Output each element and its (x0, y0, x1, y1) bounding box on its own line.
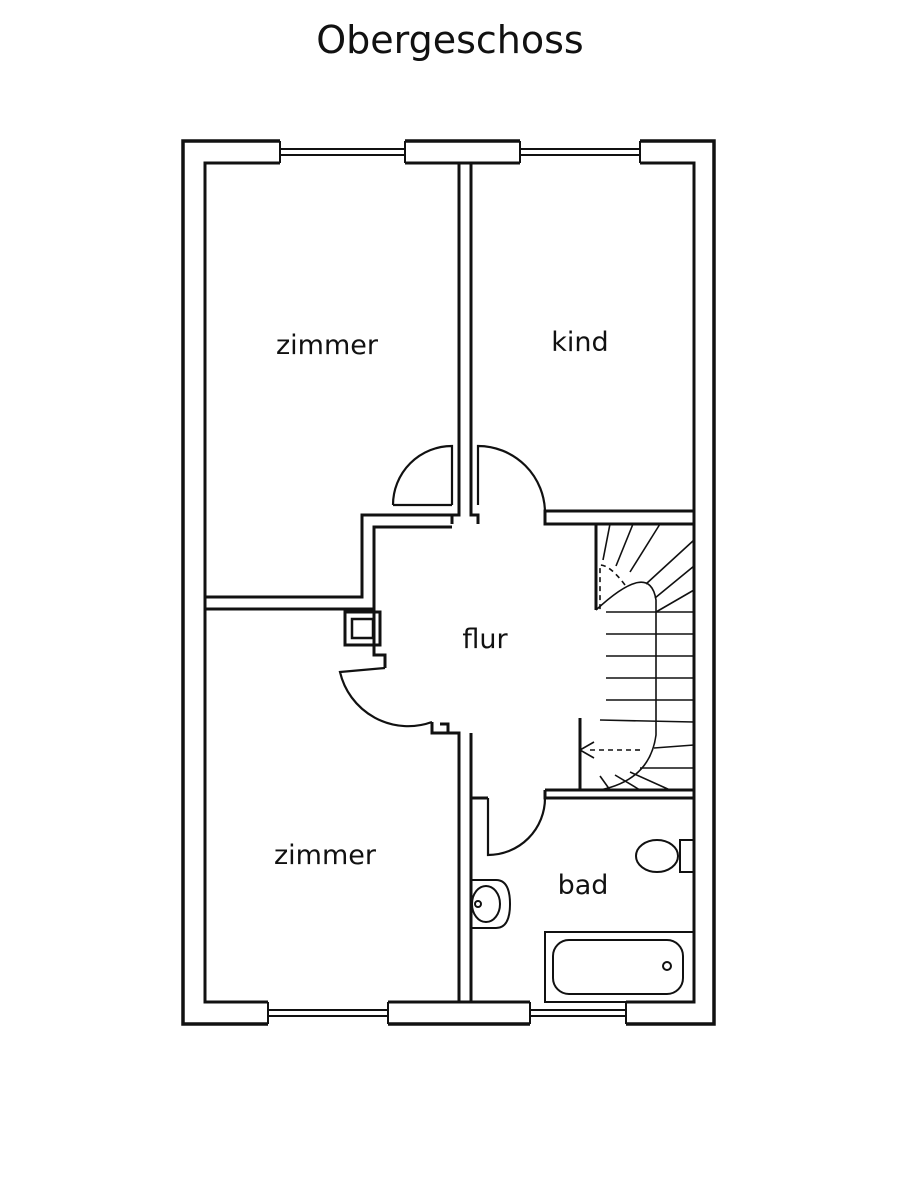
room-label-zimmer-bottom: zimmer (274, 840, 377, 871)
room-label-bad: bad (558, 870, 609, 901)
bathtub-icon (544, 931, 695, 1003)
window-bottom-left (267, 1000, 389, 1026)
room-label-kind: kind (551, 327, 608, 358)
doors (338, 444, 547, 857)
staircase (578, 523, 695, 791)
page-title: Obergeschoss (316, 18, 584, 62)
door-zimmer-bottom (338, 666, 433, 728)
door-bad (486, 797, 547, 857)
window-top-right (519, 139, 641, 165)
interior-walls (205, 163, 696, 1002)
room-label-flur: flur (462, 624, 508, 655)
bathroom-fixtures (471, 839, 695, 1003)
toilet-icon (635, 839, 695, 873)
door-zimmer-top (391, 444, 454, 506)
room-label-zimmer-top: zimmer (276, 330, 379, 361)
window-bottom-right (529, 1000, 627, 1026)
window-top-left (279, 139, 406, 165)
outer-walls (181, 139, 716, 1026)
sink-icon (471, 879, 512, 929)
door-kind (476, 444, 547, 514)
windows (267, 139, 641, 1026)
room-labels: zimmer kind flur zimmer bad (274, 327, 609, 901)
